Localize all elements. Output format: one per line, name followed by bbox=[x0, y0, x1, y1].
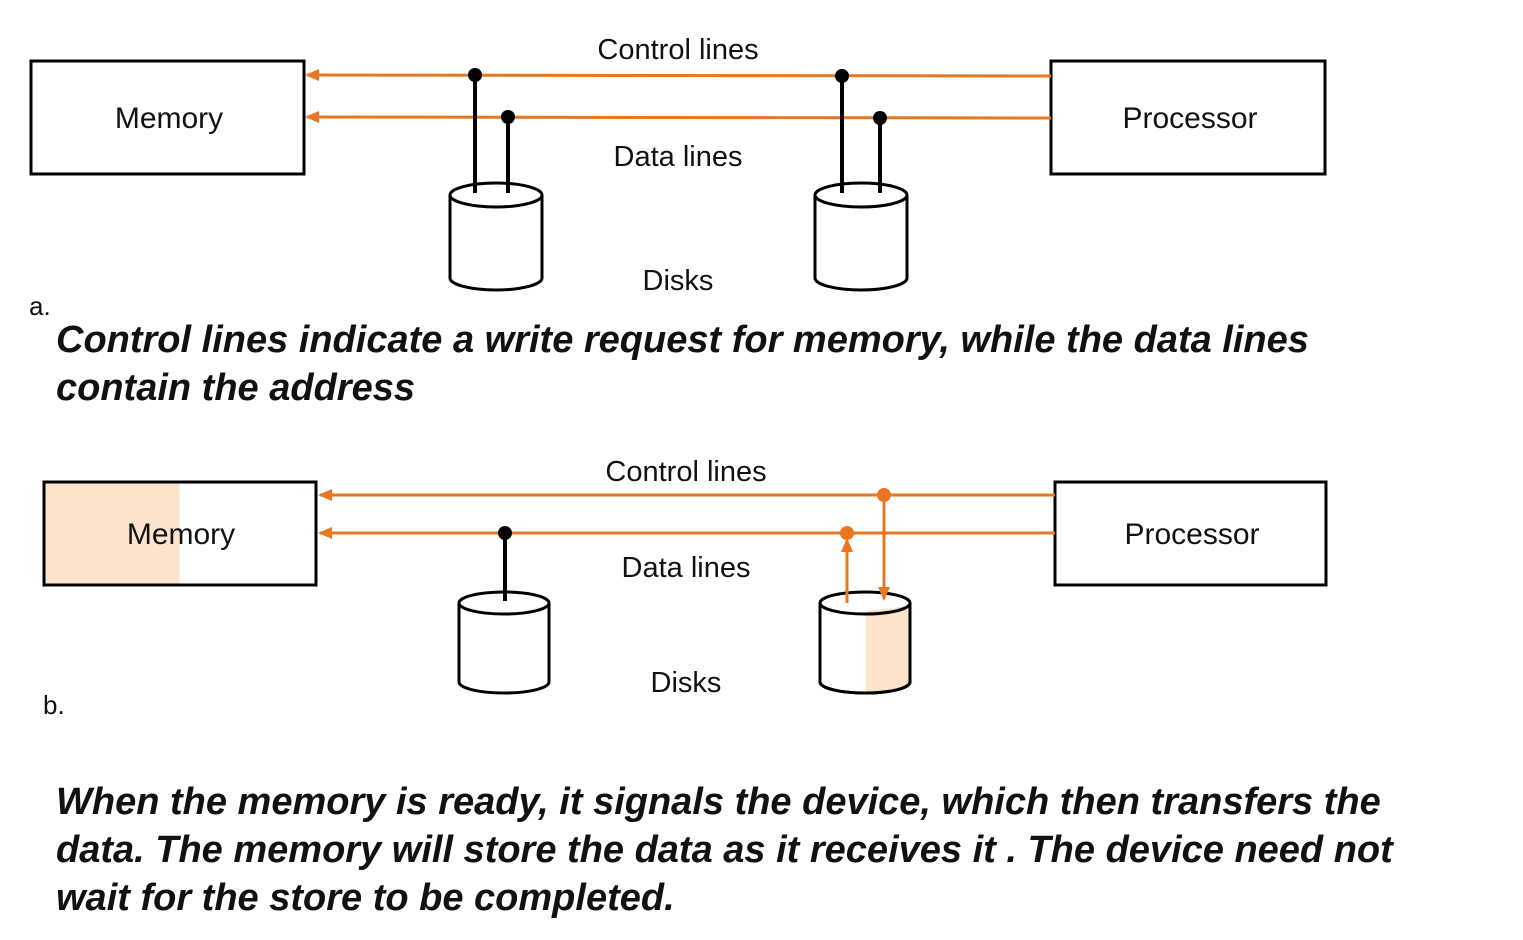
memory-box-a bbox=[29, 59, 306, 176]
disk-1-data-node-a bbox=[501, 110, 515, 124]
processor-label-a: Processor bbox=[1122, 102, 1257, 135]
disk-2-data-node-a bbox=[873, 111, 887, 125]
disk-2-b bbox=[818, 590, 912, 695]
control-lines-label-a: Control lines bbox=[597, 34, 758, 66]
disk-2-highlight-b bbox=[866, 606, 909, 692]
panel-a-tag: a. bbox=[29, 291, 51, 321]
panel-b-caption-line-2: data. The memory will store the data as … bbox=[56, 829, 1393, 871]
disk-1-data-node-b bbox=[498, 526, 512, 540]
disks-label-b: Disks bbox=[651, 667, 722, 699]
data-lines-label-a: Data lines bbox=[614, 141, 743, 173]
disk-2-a bbox=[813, 181, 909, 292]
disk-2-control-node-b bbox=[877, 488, 891, 502]
control-lines-label-b: Control lines bbox=[605, 456, 766, 488]
disk-2-data-node-b bbox=[840, 526, 854, 540]
panel-b: Memory Processor Control lines Data line… bbox=[42, 456, 1328, 699]
panel-a-caption-line-1: Control lines indicate a write request f… bbox=[56, 319, 1309, 361]
panel-b-caption-line-3: wait for the store to be completed. bbox=[56, 877, 675, 919]
processor-label-b: Processor bbox=[1124, 518, 1259, 551]
processor-box-a bbox=[1049, 59, 1327, 176]
data-line-a bbox=[305, 111, 1052, 124]
disk-1-control-node-a bbox=[468, 68, 482, 82]
disk-1-a bbox=[448, 181, 544, 292]
panel-b-caption: When the memory is ready, it signals the… bbox=[56, 778, 1506, 922]
memory-highlight-b bbox=[45, 483, 180, 584]
disk-2-control-node-a bbox=[835, 69, 849, 83]
disk-1-b bbox=[457, 590, 551, 695]
panel-a: Memory Processor Control lines Data line… bbox=[29, 34, 1327, 297]
memory-label-b: Memory bbox=[127, 518, 235, 551]
data-lines-label-b: Data lines bbox=[622, 552, 751, 584]
panel-b-caption-line-1: When the memory is ready, it signals the… bbox=[56, 781, 1381, 823]
disks-label-a: Disks bbox=[643, 265, 714, 297]
control-line-a bbox=[305, 69, 1052, 82]
panel-b-tag: b. bbox=[43, 690, 65, 720]
processor-box-b bbox=[1053, 480, 1328, 587]
panel-a-caption: Control lines indicate a write request f… bbox=[56, 316, 1506, 412]
panel-a-caption-line-2: contain the address bbox=[56, 367, 415, 409]
memory-label-a: Memory bbox=[115, 102, 223, 135]
